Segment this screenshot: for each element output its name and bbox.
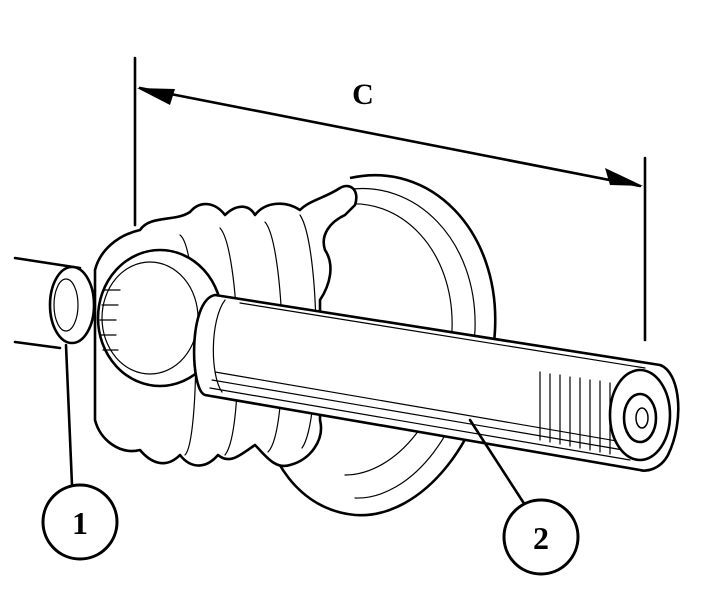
callout-1-number: 1 <box>72 505 88 541</box>
clamp-ring <box>48 265 96 345</box>
callout-2: 2 <box>502 498 580 576</box>
leader-2 <box>468 418 527 507</box>
callout-1-circle <box>41 483 119 561</box>
leader-1 <box>64 343 74 487</box>
dimension-c: C <box>133 56 647 342</box>
callout-1: 1 <box>41 483 119 561</box>
leaders <box>64 343 527 507</box>
dimension-arrow-right <box>605 168 643 186</box>
dimension-label: C <box>352 78 374 111</box>
callout-2-number: 2 <box>533 520 549 556</box>
dimension-arrow-left <box>137 88 175 105</box>
dimension-line <box>138 86 642 188</box>
stub-shaft <box>192 293 680 472</box>
callout-2-circle <box>502 498 580 576</box>
